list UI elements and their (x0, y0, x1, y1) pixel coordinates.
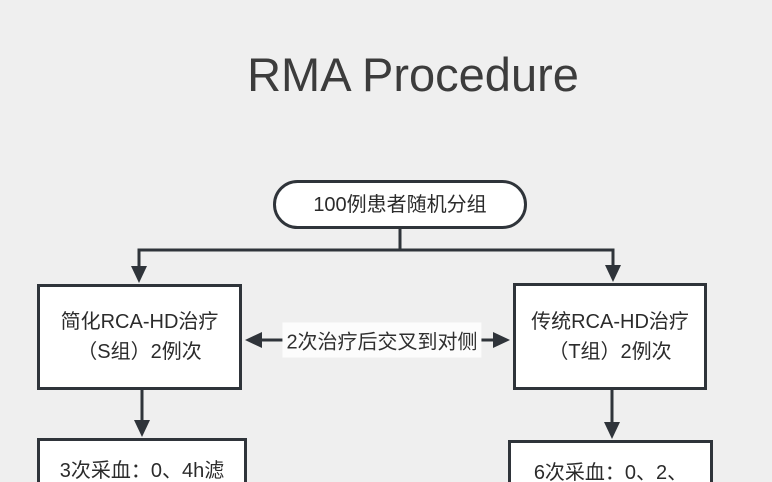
node-t-group-line1: 传统RCA-HD治疗 (531, 310, 689, 333)
node-s-group-line2: （S组）2例次 (77, 341, 202, 363)
node-s-group-sampling-label: 3次采血：0、4h滤 (59, 460, 225, 482)
node-s-group-line1: 简化RCA-HD治疗 (60, 311, 219, 333)
node-t-group-sampling-label: 6次采血：0、2、 (533, 462, 688, 482)
connector-branch-bar (137, 248, 615, 269)
arrowhead-left-down (134, 420, 150, 437)
page-title: RMA Procedure (247, 48, 579, 101)
arrowhead-crossover-left (245, 332, 262, 348)
node-t-group-treatment: 传统RCA-HD治疗 （T组）2例次 (513, 283, 707, 390)
node-s-group-treatment: 简化RCA-HD治疗 （S组）2例次 (37, 284, 242, 390)
node-t-group-line2: （T组）2例次 (548, 340, 672, 363)
arrowhead-crossover-right (493, 332, 510, 348)
node-s-group-sampling: 3次采血：0、4h滤 (37, 438, 247, 482)
arrowhead-right-down (604, 422, 620, 439)
node-randomization-label: 100例患者随机分组 (313, 193, 487, 216)
crossover-arrow-label: 2次治疗后交叉到对侧 (282, 322, 482, 358)
arrowhead-right-branch (605, 265, 621, 282)
node-randomization: 100例患者随机分组 (273, 180, 527, 229)
arrowhead-left-branch (131, 266, 147, 283)
node-t-group-sampling: 6次采血：0、2、 (508, 440, 713, 482)
